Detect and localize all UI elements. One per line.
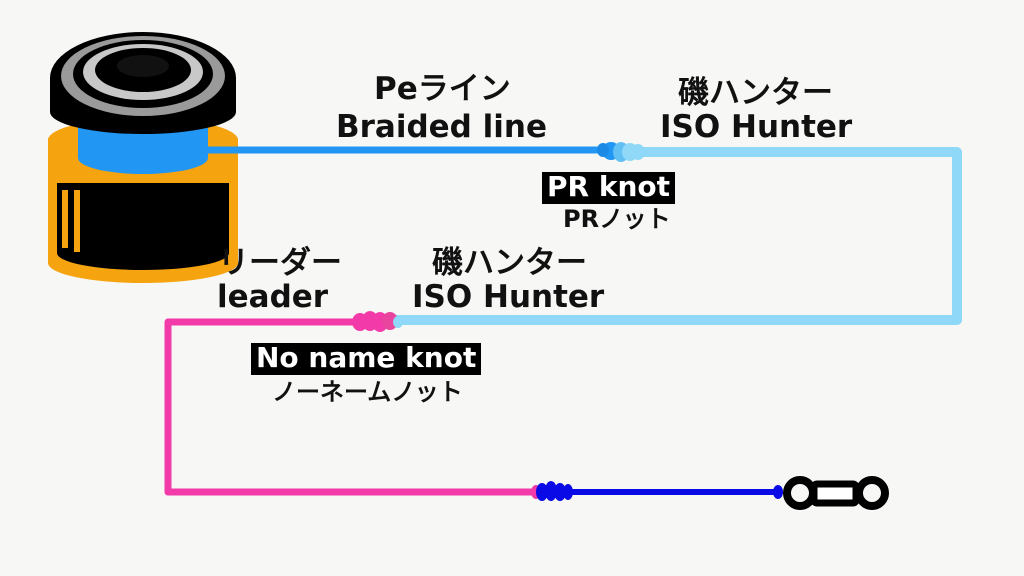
iso-hunter-2-label-en: ISO Hunter [412, 279, 605, 315]
no-name-knot-label-jp: ノーネームノット [272, 378, 463, 406]
tippet-knot-icon [531, 481, 783, 501]
no-name-knot-label-en: No name knot [251, 343, 482, 375]
pr-knot-label-jp: PRノット [563, 205, 671, 233]
pr-knot-icon [597, 142, 645, 162]
reel-spool-icon [48, 32, 238, 283]
braided-line-label-en: Braided line [336, 109, 548, 145]
swivel-icon [783, 476, 889, 510]
iso-hunter-label-en: ISO Hunter [660, 109, 853, 145]
braided-line-label-jp: Peライン [374, 71, 511, 107]
pr-knot-label-en: PR knot [542, 172, 676, 204]
iso-hunter-line [395, 147, 962, 325]
leader-label-jp: リーダー [218, 245, 342, 281]
leader-label-en: leader [217, 279, 329, 315]
iso-hunter-label-jp: 磯ハンター [678, 75, 833, 111]
iso-hunter-2-label-jp: 磯ハンター [432, 245, 587, 281]
leader-line [164, 318, 538, 496]
no-name-knot-icon [352, 311, 403, 332]
